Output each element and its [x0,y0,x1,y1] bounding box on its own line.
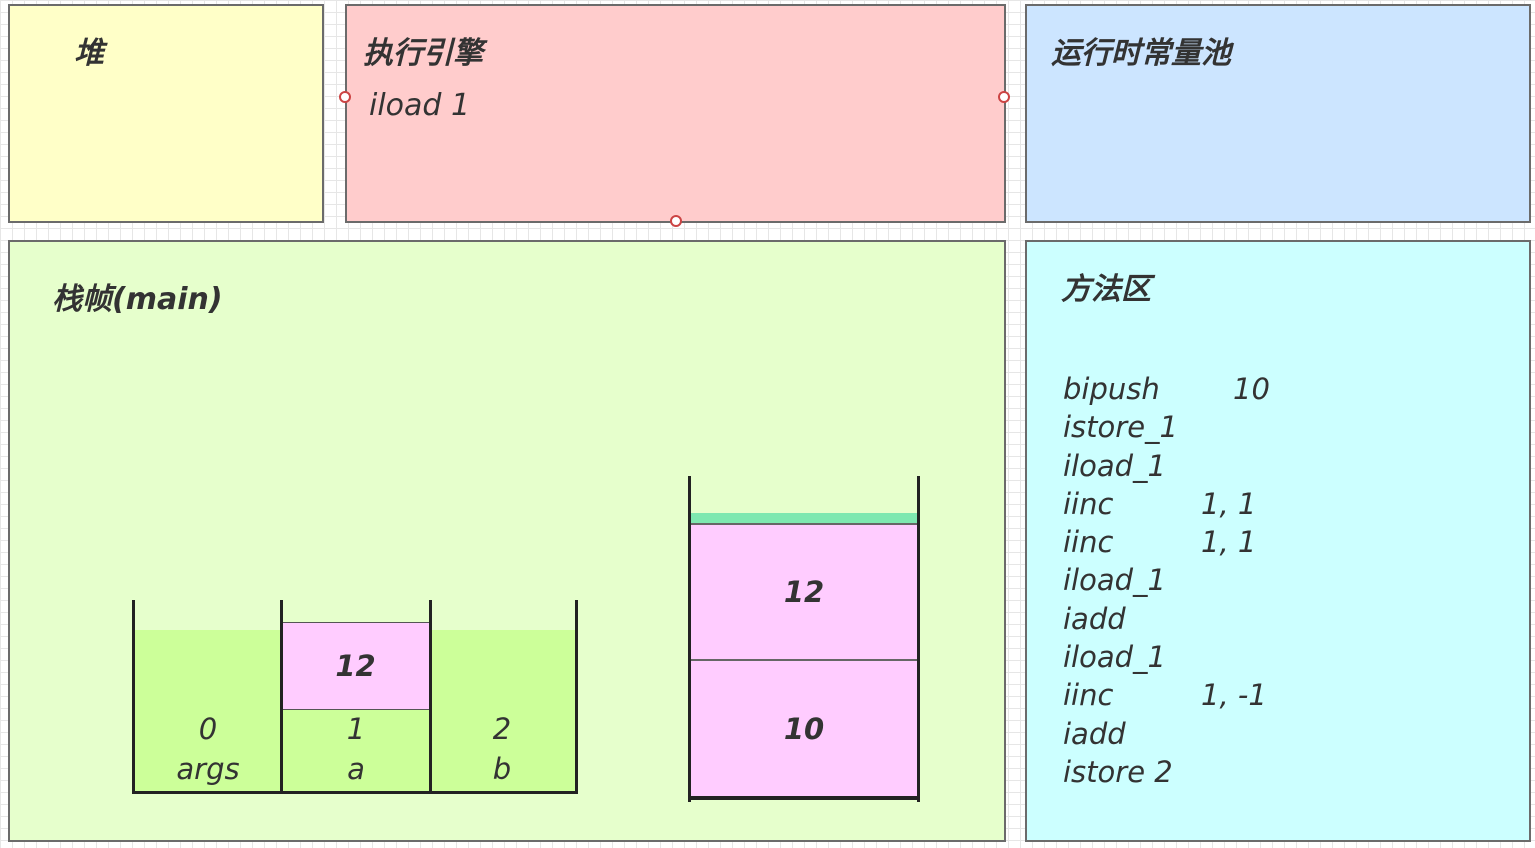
local-index: 1 [346,712,366,746]
bytecode-op: iinc [1063,525,1114,560]
operand-stack: 12 10 [688,476,922,802]
operand-stack-floor [688,796,920,800]
operand-stack-top-marker [691,513,917,524]
execution-engine-panel[interactable]: 执行引擎 iload 1 [339,4,1010,227]
engine-title: 执行引擎 [363,36,483,71]
operand-stack-wall [688,476,691,802]
operand-stack-divider [691,523,917,525]
local-table-wall [280,600,283,794]
constant-pool-title: 运行时常量池 [1051,36,1231,71]
bytecode-op: iadd [1063,601,1126,636]
method-area-panel: 方法区 bipush 10 istore_1 iload_1 iinc 1, 1… [1025,240,1531,842]
connection-handle-left[interactable] [339,91,351,103]
local-slot-2 [430,630,575,791]
bytecode-op: iload_1 [1063,448,1166,483]
local-name: args [176,752,240,786]
bytecode-op: iload_1 [1063,563,1166,598]
local-slot-0 [135,630,281,791]
local-index: 0 [198,712,218,746]
connection-handle-bottom[interactable] [670,215,682,227]
local-table-floor [132,791,578,794]
bytecode-arg: 1, -1 [1201,678,1267,713]
operand-stack-divider [691,659,917,661]
operand-stack-entry: 12 [691,525,917,659]
local-name: a [347,752,365,786]
bytecode-op: istore 2 [1063,754,1173,789]
bytecode-arg: 1, 1 [1201,486,1257,521]
bytecode-op: iadd [1063,716,1126,751]
bytecode-op: bipush [1063,372,1160,406]
heap-panel: 堆 [8,4,324,223]
local-table-wall [132,600,135,794]
current-instruction: iload 1 [369,88,471,123]
local-table-wall [575,600,578,794]
local-name: b [492,752,512,786]
bytecode-arg: 10 [1233,372,1270,406]
operand-stack-wall [917,476,920,802]
stack-frame-panel: 栈帧(main) 12 0 args 1 a 2 b 12 10 [8,240,1006,842]
bytecode-op: iinc [1063,486,1114,521]
local-slot-1-base [281,710,430,791]
method-area-title: 方法区 [1061,272,1151,307]
runtime-constant-pool-panel: 运行时常量池 [1025,4,1531,223]
local-index: 2 [492,712,512,746]
bytecode-op: istore_1 [1063,410,1178,445]
bytecode-op: iinc [1063,678,1114,713]
bytecode-op: iload_1 [1063,640,1166,675]
local-slot-1-value: 12 [281,622,430,710]
stack-frame-title: 栈帧(main) [52,282,223,317]
local-table-wall [429,600,432,794]
operand-stack-entry: 10 [691,661,917,796]
heap-title: 堆 [74,36,104,71]
bytecode-arg: 1, 1 [1201,525,1257,560]
local-variable-table: 12 0 args 1 a 2 b [132,600,578,796]
connection-handle-right[interactable] [998,91,1010,103]
